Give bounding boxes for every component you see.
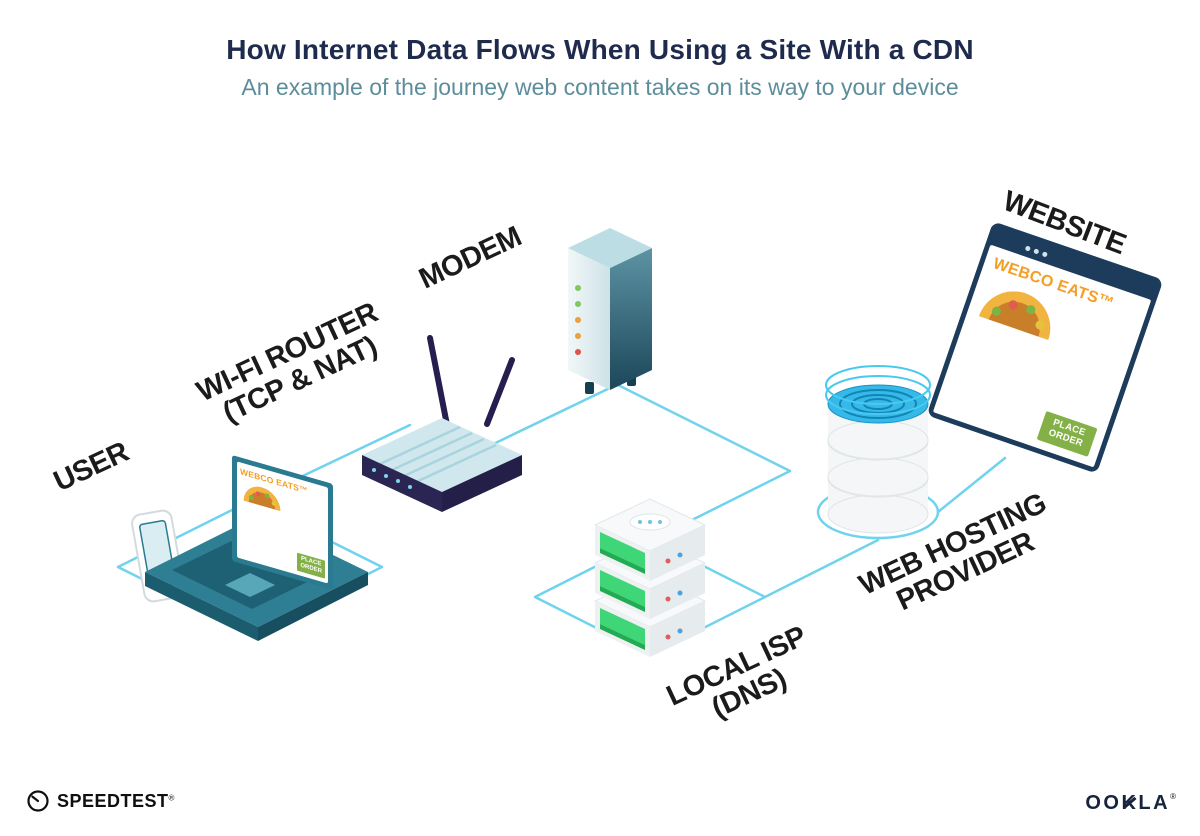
modem-illustration [568,228,652,394]
window-dot-icon [1024,244,1032,252]
isp-to-hosting-line [763,538,880,599]
ookla-wordmark: OOKLA [1085,792,1170,815]
router-antenna-left [427,335,451,433]
page-title: How Internet Data Flows When Using a Sit… [226,34,974,65]
laptop-webpage: WEBCO EATS™ PLACE ORDER [237,461,328,584]
speedtest-logo: SPEEDTEST® [26,789,174,813]
laptop-screen: WEBCO EATS™ PLACE ORDER [232,455,333,590]
website-page: WEBCO EATS™ PLACE ORDER [932,244,1152,468]
taco-icon [243,486,281,511]
hosting-database-illustration [825,365,931,534]
website-browser-window: WEBCO EATS™ PLACE ORDER [926,221,1164,474]
page-subtitle: An example of the journey web content ta… [241,74,959,100]
modem-status-leds [575,285,581,355]
window-dot-icon [1033,247,1040,255]
place-order-button: PLACE ORDER [1036,411,1098,457]
header: How Internet Data Flows When Using a Sit… [0,34,1200,101]
isp-server-stack-illustration [593,498,707,657]
speedtest-trademark: ® [168,793,175,803]
hosting-to-website-line [936,456,1007,514]
speedtest-gauge-icon [27,790,49,812]
laptop-place-order-button: PLACE ORDER [297,552,325,579]
ookla-logo: OOKLA® [1085,792,1176,815]
speedtest-wordmark: SPEEDTEST [57,790,169,811]
ookla-needle-icon [1124,796,1137,808]
taco-icon [979,291,1051,340]
ookla-trademark: ® [1170,792,1176,801]
laptop-illustration [145,517,368,641]
router-antenna-right [484,357,515,427]
modem-to-isp-line [610,380,792,543]
window-dot-icon [1041,250,1049,258]
router-illustration [362,335,522,512]
